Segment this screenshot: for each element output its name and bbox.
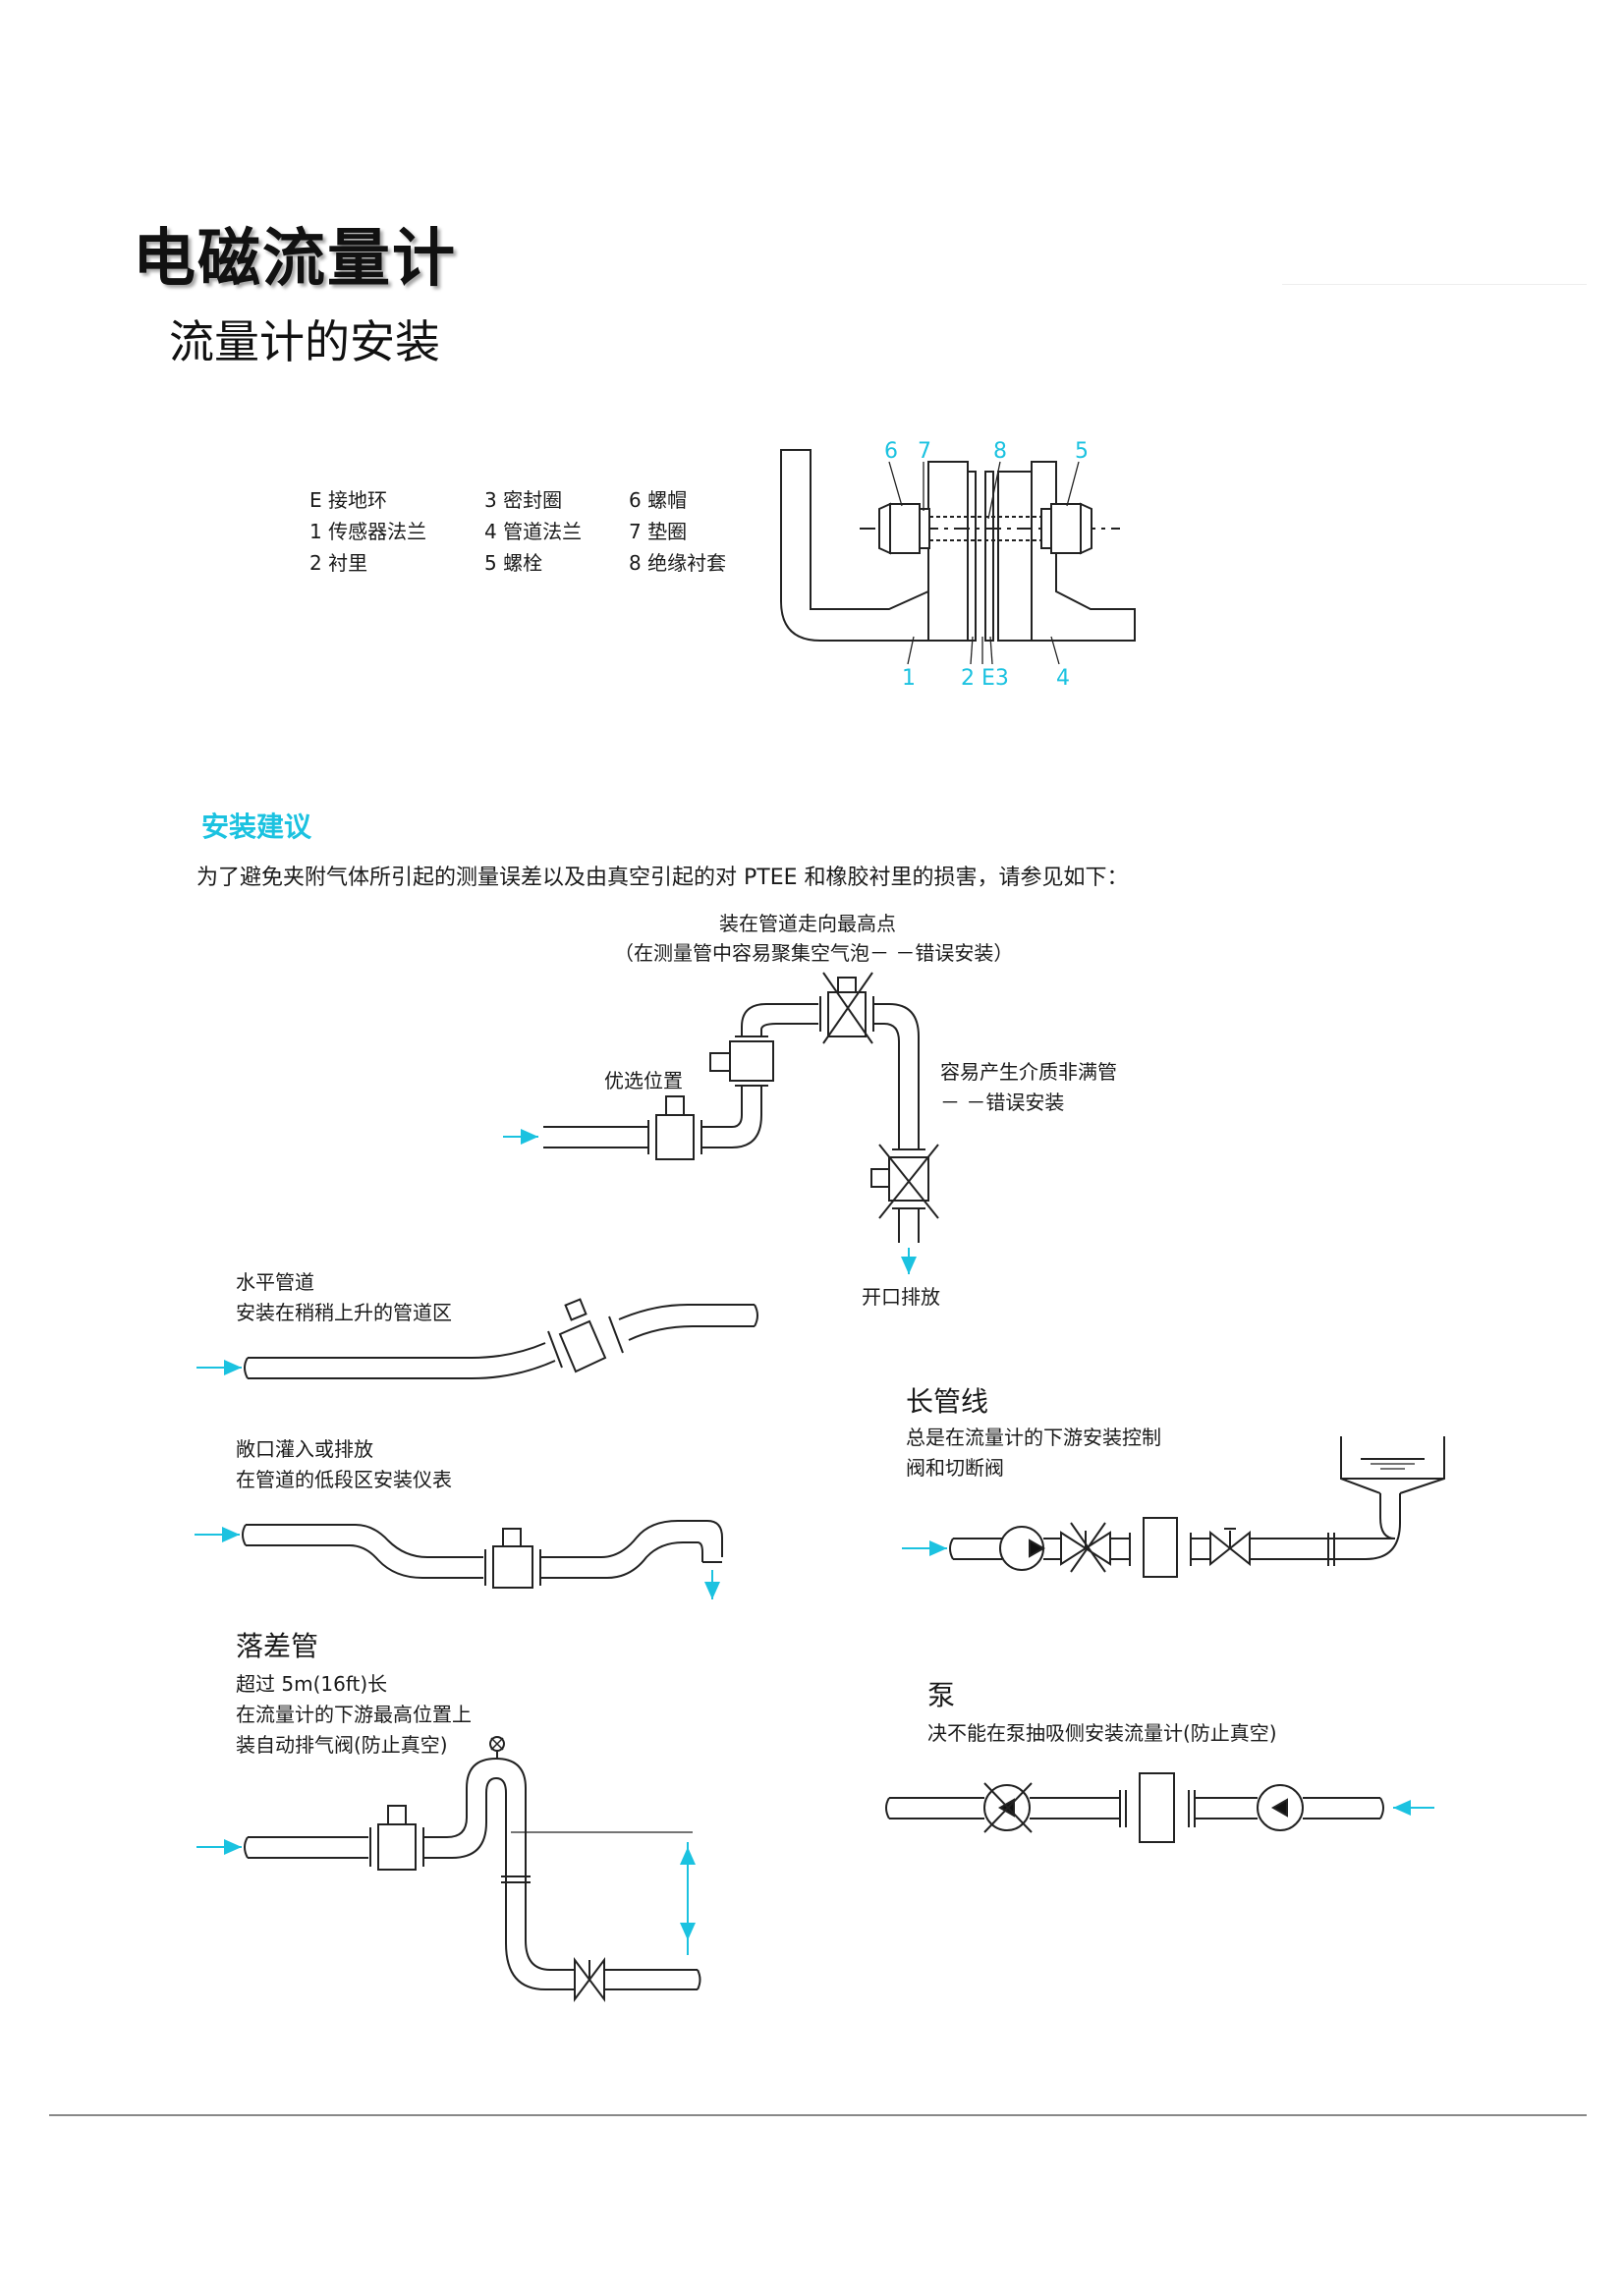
heading-drop-pipe: 落差管	[236, 1630, 319, 1662]
legend-item: 8 绝缘衬套	[629, 551, 727, 575]
label-line: 在管道的低段区安装仪表	[236, 1468, 452, 1491]
part-number: 7	[918, 439, 931, 464]
legend-item: 5 螺栓	[484, 551, 543, 575]
footer-rule	[49, 2114, 1587, 2116]
label-not-full: 容易产生介质非满管 － －错误安装	[940, 1057, 1117, 1118]
section-heading: 安装建议	[201, 811, 312, 843]
label-line: － －错误安装	[940, 1091, 1065, 1114]
flange-diagram	[780, 449, 1136, 665]
diagram-pump	[885, 1772, 1434, 1843]
header-rule	[1282, 284, 1587, 285]
label-pump: 决不能在泵抽吸侧安装流量计(防止真空)	[927, 1721, 1277, 1745]
heading-long-line: 长管线	[906, 1385, 989, 1418]
label-line: 安装在稍稍上升的管道区	[236, 1301, 452, 1324]
diagram-long-line	[902, 1436, 1445, 1578]
legend-column-2: 3 密封圈 4 管道法兰 5 螺栓	[484, 484, 582, 579]
label-horizontal: 水平管道 安装在稍稍上升的管道区	[236, 1267, 452, 1328]
legend-column-1: E 接地环 1 传感器法兰 2 衬里	[309, 484, 426, 579]
label-line: 水平管道	[236, 1270, 314, 1294]
legend-item: E 接地环	[309, 488, 387, 512]
page-title: 电磁流量计	[133, 223, 457, 296]
label-line: 阀和切断阀	[906, 1456, 1004, 1480]
label-highpoint: 装在管道走向最高点	[719, 912, 896, 935]
label-long-line: 总是在流量计的下游安装控制 阀和切断阀	[906, 1423, 1161, 1483]
diagram-highpoint	[503, 972, 939, 1274]
legend-item: 3 密封圈	[484, 488, 563, 512]
diagram-drop-pipe	[196, 1736, 701, 2002]
part-number: 6	[884, 439, 898, 464]
label-line: 装自动排气阀(防止真空)	[236, 1733, 448, 1757]
label-line: 总是在流量计的下游安装控制	[906, 1426, 1161, 1449]
part-number: 1	[902, 666, 916, 691]
label-line: 容易产生介质非满管	[940, 1060, 1117, 1084]
label-preferred: 优选位置	[604, 1069, 683, 1092]
label-line: 超过 5m(16ft)长	[236, 1672, 388, 1696]
page-subtitle: 流量计的安装	[169, 315, 440, 368]
diagram-horizontal	[196, 1298, 758, 1379]
part-number: 8	[993, 439, 1007, 464]
part-number: 2 E3	[961, 666, 1009, 691]
part-number: 5	[1075, 439, 1089, 464]
label-open-feed: 敞口灌入或排放 在管道的低段区安装仪表	[236, 1434, 452, 1495]
label-line: 敞口灌入或排放	[236, 1437, 373, 1461]
label-open-drain: 开口排放	[862, 1285, 940, 1309]
legend-item: 4 管道法兰	[484, 520, 583, 543]
label-drop-pipe: 超过 5m(16ft)长 在流量计的下游最高位置上 装自动排气阀(防止真空)	[236, 1669, 472, 1761]
legend-item: 2 衬里	[309, 551, 368, 575]
heading-pump: 泵	[927, 1679, 956, 1711]
label-highpoint-note: （在测量管中容易聚集空气泡－ －错误安装）	[614, 941, 1014, 965]
legend-column-3: 6 螺帽 7 垫圈 8 绝缘衬套	[629, 484, 726, 579]
section-intro: 为了避免夹附气体所引起的测量误差以及由真空引起的对 PTEE 和橡胶衬里的损害，…	[196, 866, 1129, 890]
legend-item: 7 垫圈	[629, 520, 688, 543]
label-line: 在流量计的下游最高位置上	[236, 1703, 472, 1726]
diagram-open-feed	[195, 1520, 723, 1599]
legend-item: 1 传感器法兰	[309, 520, 427, 543]
part-number: 4	[1056, 666, 1070, 691]
legend-item: 6 螺帽	[629, 488, 688, 512]
